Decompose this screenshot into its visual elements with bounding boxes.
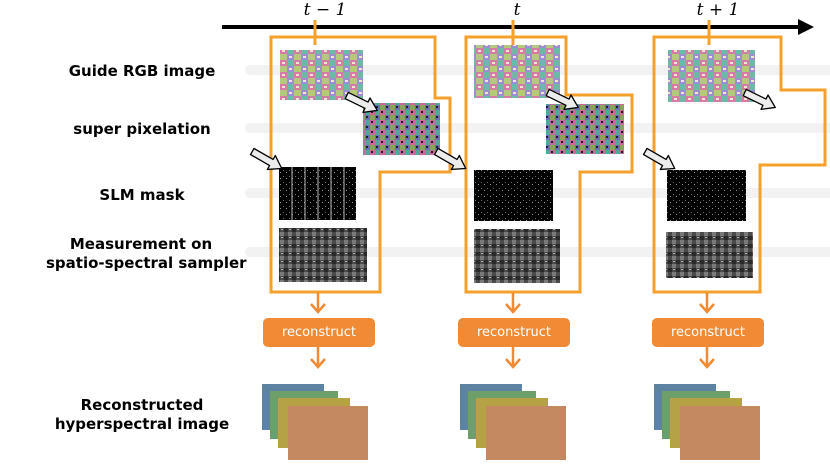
- measurement-image-t-minus-1: [279, 228, 367, 282]
- hyperspectral-stack-t: [460, 384, 566, 460]
- hollow-arrow-icon: [433, 147, 467, 171]
- label-reconstructed: Reconstructed hyperspectral image: [52, 396, 232, 434]
- reconstruct-box-t: reconstruct: [458, 318, 570, 347]
- reconstruct-box-t-plus-1: reconstruct: [652, 318, 764, 347]
- hyperspectral-stack-t-plus-1: [654, 384, 760, 460]
- frame-t: [464, 35, 634, 294]
- timeline-ticks: [313, 20, 711, 45]
- hollow-arrow-icon: [545, 88, 579, 111]
- label-guide-rgb-image: Guide RGB image: [68, 62, 216, 80]
- label-super-pixelation: super pixelation: [73, 120, 211, 138]
- time-label-t: t: [513, 0, 521, 20]
- time-label-t-minus-1: t − 1: [303, 0, 347, 20]
- label-reconstructed-line1: Reconstructed: [80, 396, 204, 414]
- slm-mask-grid-t-minus-1: [291, 167, 345, 220]
- label-measurement-line2: spatio-spectral sampler: [46, 254, 247, 272]
- reconstruct-box-t-minus-1: reconstruct: [263, 318, 375, 347]
- frame-t-minus-1: [269, 35, 452, 294]
- time-label-t-plus-1: t + 1: [696, 0, 740, 20]
- hyperspectral-stack-t-minus-1: [262, 384, 368, 460]
- label-reconstructed-line2: hyperspectral image: [54, 415, 230, 433]
- slm-mask-t-plus-1: [667, 170, 746, 221]
- frame-t-plus-1: [652, 35, 827, 294]
- measurement-image-t-plus-1: [666, 232, 753, 278]
- hollow-arrow-icon: [344, 91, 378, 114]
- label-measurement-line1: Measurement on: [69, 235, 213, 253]
- hollow-arrow-icon: [642, 147, 676, 171]
- slm-mask-t: [474, 170, 553, 221]
- guide-rgb-image-t: [474, 45, 560, 98]
- label-slm-mask: SLM mask: [99, 186, 185, 204]
- guide-rgb-image-t-plus-1: [668, 50, 755, 102]
- label-measurement: Measurement on spatio-spectral sampler: [46, 235, 247, 273]
- hollow-arrow-icon: [249, 147, 283, 171]
- hollow-arrow-icon: [742, 88, 776, 111]
- guide-rgb-image-t-minus-1: [280, 50, 363, 100]
- super-pixel-image-t: [546, 104, 624, 154]
- measurement-image-t: [474, 229, 560, 283]
- timeline-arrow-icon: [222, 19, 814, 35]
- super-pixel-image-t-minus-1: [363, 103, 440, 155]
